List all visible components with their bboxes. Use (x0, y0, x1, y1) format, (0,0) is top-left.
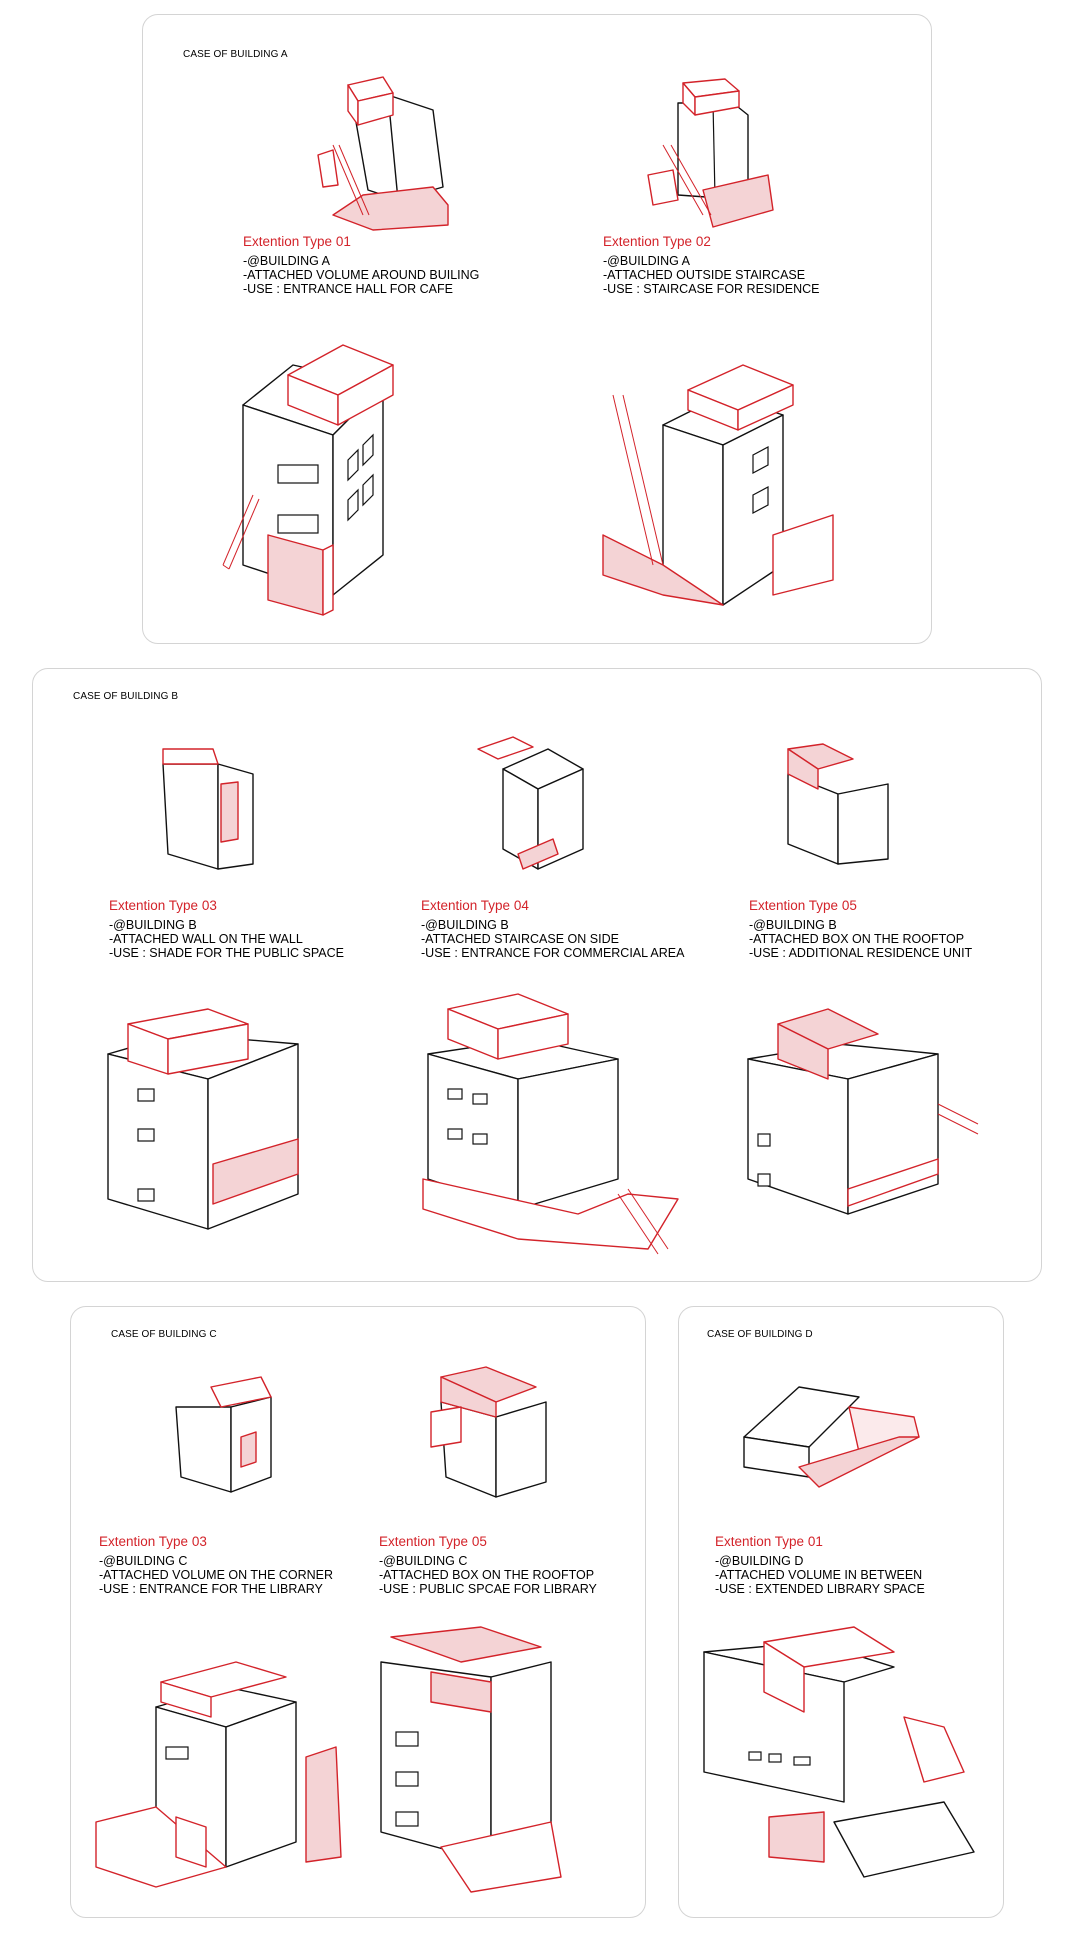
ext-type-03-b: Extention Type 03 -@BUILDING B -ATTACHED… (109, 898, 345, 961)
diagram-large-ext-02 (602, 364, 834, 606)
ext-type-01-d: Extention Type 01 -@BUILDING D -ATTACHED… (715, 1534, 925, 1597)
diagram-large-ext-04 (422, 993, 679, 1255)
ext-type-04-b: Extention Type 04 -@BUILDING B -ATTACHED… (421, 898, 685, 961)
diagram-large-ext-01-d (703, 1626, 975, 1878)
ext-type-02-a: Extention Type 02 -@BUILDING A -ATTACHED… (603, 234, 820, 297)
panel-building-b: CASE OF BUILDING B Extention Type 03 -@B… (32, 668, 1042, 1282)
diagram-small-ext-02 (647, 78, 774, 228)
panel-building-d: CASE OF BUILDING D Extention Type 01 -@B… (678, 1306, 1004, 1918)
diagram-small-ext-05 (787, 743, 889, 865)
diagram-small-ext-03 (162, 748, 254, 870)
diagram-small-ext-05-c (430, 1366, 547, 1498)
case-title: CASE OF BUILDING D (707, 1329, 813, 1340)
panel-building-c: CASE OF BUILDING C Extention Type 03 -@B… (70, 1306, 646, 1918)
diagram-large-ext-01 (222, 344, 394, 616)
diagram-small-ext-01-d (743, 1386, 920, 1488)
case-title: CASE OF BUILDING B (73, 691, 179, 702)
ext-type-05-c: Extention Type 05 -@BUILDING C -ATTACHED… (379, 1534, 597, 1597)
diagram-large-ext-03-c (95, 1661, 342, 1888)
diagram-large-ext-05-c (380, 1626, 562, 1893)
case-title: CASE OF BUILDING A (183, 49, 288, 60)
diagram-small-ext-04 (477, 736, 584, 870)
diagram-large-ext-05 (747, 1008, 979, 1215)
panel-building-a: CASE OF BUILDING A Extention Type 01 -@B… (142, 14, 932, 644)
diagram-large-ext-03 (107, 1008, 299, 1230)
ext-type-03-c: Extention Type 03 -@BUILDING C -ATTACHED… (99, 1534, 334, 1597)
case-title: CASE OF BUILDING C (111, 1329, 217, 1340)
diagram-small-ext-01 (317, 76, 449, 231)
ext-type-05-b: Extention Type 05 -@BUILDING B -ATTACHED… (749, 898, 973, 961)
ext-type-01-a: Extention Type 01 -@BUILDING A -ATTACHED… (243, 234, 480, 297)
diagram-small-ext-03-c (175, 1376, 272, 1493)
